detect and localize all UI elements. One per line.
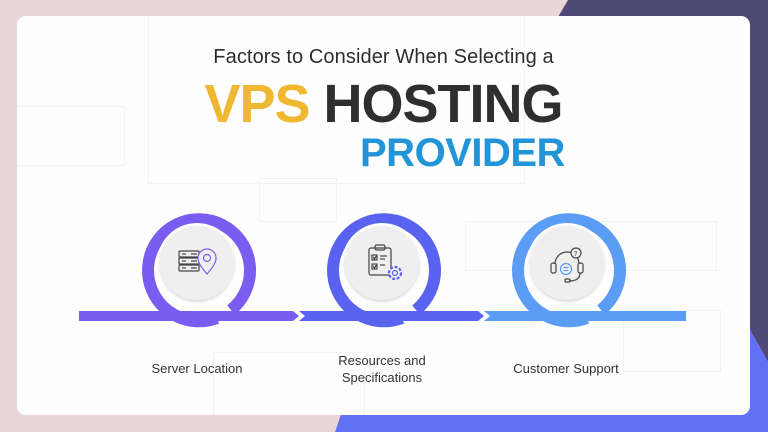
step-1-label: Server Location xyxy=(151,361,243,376)
grid-decoration xyxy=(623,310,721,372)
step-1-ring xyxy=(139,207,256,328)
subtitle: Factors to Consider When Selecting a xyxy=(213,46,554,68)
step-3-ring xyxy=(512,213,626,328)
server-location-icon xyxy=(178,248,217,275)
headline-vps: VPS xyxy=(204,74,310,134)
grid-decoration xyxy=(213,352,365,415)
step-3-label: Customer Support xyxy=(513,361,619,376)
timeline: ? xyxy=(79,207,686,328)
step-2-label: Resources and Specifications xyxy=(307,352,457,386)
headline-provider: PROVIDER xyxy=(360,131,565,175)
headline: VPS HOSTING xyxy=(17,74,750,134)
grid-decoration xyxy=(259,178,337,222)
step-2-label-line2: Specifications xyxy=(341,370,423,385)
headline-hosting: HOSTING xyxy=(323,74,564,134)
headset-support-icon: ? xyxy=(550,247,584,283)
clipboard-gear-icon xyxy=(368,244,403,281)
infographic-card: Factors to Consider When Selecting a VPS… xyxy=(17,16,750,415)
grid-decoration xyxy=(17,106,125,166)
step-2-label-line1: Resources and xyxy=(338,353,426,368)
svg-text:?: ? xyxy=(574,251,578,258)
step-2-ring xyxy=(327,213,441,328)
